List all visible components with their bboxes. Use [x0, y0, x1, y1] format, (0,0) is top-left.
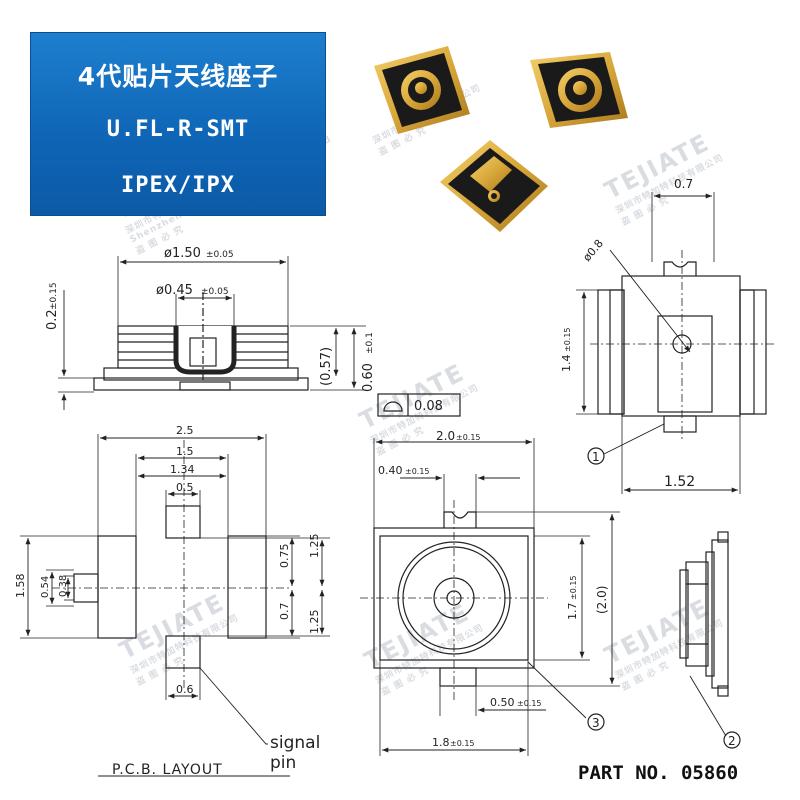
pcb-dim-upper-height: 1.25: [308, 534, 321, 559]
callout-3: 3: [592, 716, 600, 730]
pcb-dim-pad-upper: 0.75: [278, 544, 291, 569]
signal-pin-label: signal: [270, 733, 320, 753]
pcb-layout: [20, 434, 330, 777]
bottom-dim-width: 2.0: [436, 429, 455, 443]
product-title-cn: 4代贴片天线座子: [77, 62, 279, 91]
dim-inner-diameter: ø0.45: [156, 283, 193, 298]
pcb-dim-left-pad: 0.54: [40, 576, 51, 598]
dim-ref-height: (0.57): [319, 347, 334, 386]
dim-total-height: 0.60: [361, 363, 376, 392]
pcb-layout-caption: P.C.B. LAYOUT: [112, 762, 223, 778]
bottom-dim-base-width: 1.8: [432, 736, 450, 749]
bottom-dim-width-tol: ±0.15: [456, 433, 481, 442]
flatness-tolerance: 0.08: [414, 399, 443, 414]
callout-1: 1: [592, 450, 600, 464]
pcb-dim-lower-height: 1.25: [308, 610, 321, 635]
bottom-view: [360, 438, 620, 756]
bottom-dim-tab-width: 0.40: [378, 464, 403, 477]
callout-2: 2: [728, 734, 736, 748]
top-view: [576, 192, 776, 494]
pcb-dim-pin-width: 0.5: [176, 481, 194, 494]
bottom-dim-base-width-tol: ±0.15: [450, 739, 475, 748]
pcb-dim-total-width: 2.5: [176, 424, 194, 437]
dim-outer-diameter-tol: ±0.05: [206, 250, 234, 260]
dim-bottom-width: 1.52: [664, 474, 695, 490]
dim-top-height: 0.2: [45, 309, 60, 330]
bottom-dim-tab-width-tol: ±0.15: [405, 467, 430, 476]
dim-outer-diameter: ø1.50: [164, 246, 201, 261]
dim-total-height-tol: ±0.1: [365, 332, 375, 354]
dim-top-height-tol: ±0.15: [563, 327, 572, 352]
dim-top-width: 0.7: [674, 177, 693, 191]
bottom-dim-bottom-tab-tol: ±0.15: [517, 699, 542, 708]
profile-view: [679, 531, 741, 749]
side-view: [58, 256, 461, 417]
pcb-dim-left-slot: 0.38: [58, 575, 69, 597]
bottom-dim-ref-height: (2.0): [595, 586, 609, 614]
bottom-dim-height: 1.7: [566, 603, 579, 621]
dim-pin-diameter: ø0.8: [580, 237, 606, 264]
bottom-dim-height-tol: ±0.15: [569, 575, 578, 600]
part-number: PART NO. 05860: [578, 762, 739, 784]
connector-photo-3: [440, 140, 548, 232]
dim-inner-diameter-tol: ±0.05: [201, 287, 229, 297]
connector-photo-1: [374, 46, 470, 134]
pcb-dim-inner-width: 1.34: [170, 463, 195, 476]
bottom-dim-bottom-tab: 0.50: [490, 696, 515, 709]
pcb-dim-signal-width: 0.6: [176, 683, 194, 696]
signal-pin-label-2: pin: [270, 753, 296, 773]
connector-photo-2: [530, 52, 628, 128]
product-series: IPEX/IPX: [121, 173, 235, 198]
product-title-badge: 4代贴片天线座子 U.FL-R-SMT IPEX/IPX: [30, 32, 326, 216]
pcb-dim-total-height: 1.58: [14, 574, 27, 599]
dim-top-height-tol: ±0.15: [49, 282, 59, 310]
pcb-dim-pad-lower: 0.7: [278, 603, 291, 621]
product-model: U.FL-R-SMT: [106, 117, 250, 142]
dim-top-height: 1.4: [560, 355, 573, 373]
pcb-dim-mid-width: 1.5: [176, 445, 194, 458]
